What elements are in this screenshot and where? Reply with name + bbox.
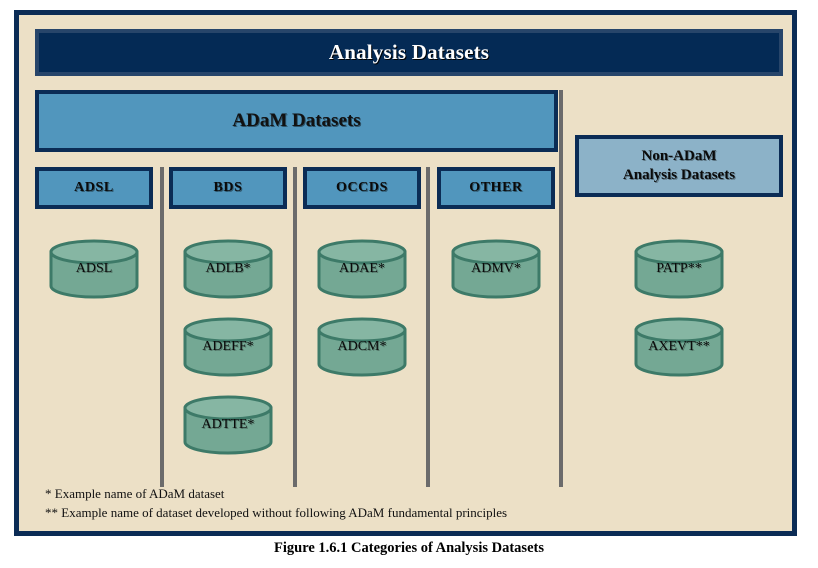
adam-datasets-header-label: ADaM Datasets <box>232 110 361 131</box>
figure-caption: Figure 1.6.1 Categories of Analysis Data… <box>274 540 544 556</box>
category-label-adsl: ADSL <box>74 180 114 195</box>
analysis-datasets-header-label: Analysis Datasets <box>328 40 490 64</box>
dataset-cylinder-adae: ADAE* <box>316 239 408 299</box>
cylinder-shape <box>49 239 139 299</box>
dataset-cylinder-admv: ADMV* <box>450 239 542 299</box>
dataset-cylinder-adlb: ADLB* <box>182 239 274 299</box>
dataset-cylinder-adtte: ADTTE* <box>182 395 274 455</box>
dataset-cylinder-patp: PATP** <box>633 239 725 299</box>
adam-datasets-header: ADaM Datasets <box>35 90 558 152</box>
analysis-datasets-header: Analysis Datasets <box>35 29 783 76</box>
non-adam-header-line1: Non-ADaM <box>641 148 717 165</box>
cylinder-shape <box>634 317 724 377</box>
dataset-cylinder-adeff: ADEFF* <box>182 317 274 377</box>
category-box-other: OTHER <box>437 167 555 209</box>
footnote-single-asterisk: * Example name of ADaM dataset <box>45 486 225 502</box>
column-separator-3 <box>426 167 430 487</box>
column-separator-1 <box>160 167 164 487</box>
footnotes: * Example name of ADaM dataset ** Exampl… <box>45 485 775 523</box>
non-adam-analysis-datasets-header: Non-ADaM Analysis Datasets <box>575 135 783 197</box>
non-adam-header-line2: Analysis Datasets <box>622 167 736 183</box>
cylinder-shape <box>634 239 724 299</box>
category-label-occds: OCCDS <box>335 180 388 195</box>
dataset-cylinder-axevt: AXEVT** <box>633 317 725 377</box>
figure-frame: Analysis Datasets ADaM Datasets Non-ADaM… <box>14 10 797 536</box>
category-box-occds: OCCDS <box>303 167 421 209</box>
cylinder-shape <box>183 317 273 377</box>
footnote-double-asterisk: ** Example name of dataset developed wit… <box>45 505 508 521</box>
dataset-cylinder-adsl: ADSL <box>48 239 140 299</box>
cylinder-shape <box>183 239 273 299</box>
category-box-bds: BDS <box>169 167 287 209</box>
dataset-cylinder-adcm: ADCM* <box>316 317 408 377</box>
column-separator-2 <box>293 167 297 487</box>
category-label-other: OTHER <box>469 180 523 195</box>
category-box-adsl: ADSL <box>35 167 153 209</box>
cylinder-shape <box>317 239 407 299</box>
cylinder-shape <box>183 395 273 455</box>
category-label-bds: BDS <box>213 180 243 195</box>
cylinder-shape <box>451 239 541 299</box>
cylinder-shape <box>317 317 407 377</box>
column-separator-adam-nonadam <box>559 90 563 487</box>
